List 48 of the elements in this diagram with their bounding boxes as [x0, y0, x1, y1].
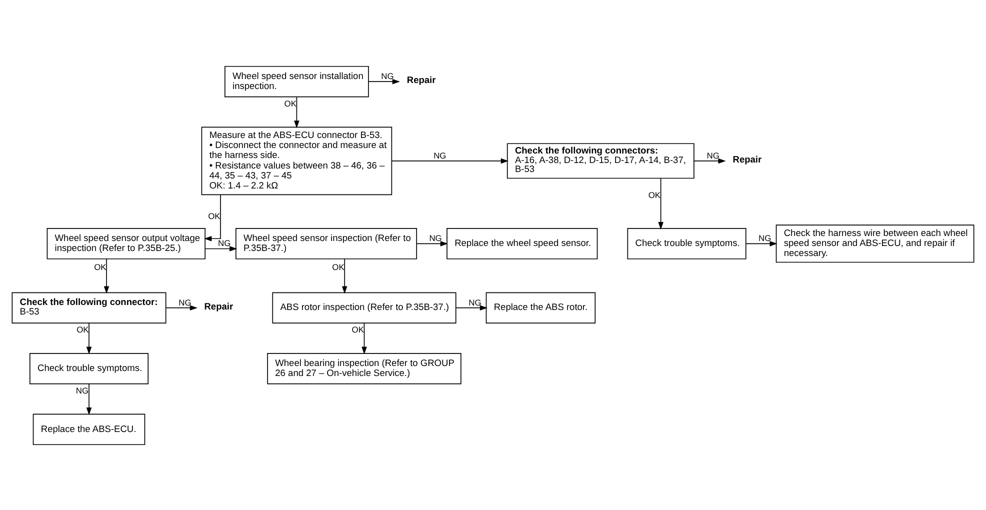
edge-label: OK — [284, 98, 296, 108]
arrow — [694, 158, 726, 164]
node-box: Replace the ABS-ECU. — [32, 413, 146, 445]
arrow — [342, 258, 348, 294]
edge-label: NG — [218, 238, 231, 248]
arrow — [658, 178, 664, 230]
edge-label: OK — [648, 189, 661, 200]
node-box: Check the following connector: B-53 — [12, 292, 166, 323]
arrow — [294, 96, 300, 128]
node-box: Replace the ABS rotor. — [486, 292, 596, 323]
arrow — [104, 258, 110, 294]
edge-label: NG — [434, 150, 446, 160]
node-text: Repair — [732, 154, 762, 164]
node-box: Wheel bearing inspection (Refer to GROUP 26 and 27 – On-vehicle Service.) — [267, 352, 462, 384]
edge-label: NG — [758, 232, 772, 243]
arrow — [416, 240, 448, 246]
arrow — [86, 322, 92, 354]
edge-label: OK — [94, 262, 106, 272]
arrow — [362, 322, 367, 354]
arrow — [86, 383, 92, 415]
node-box: Check the following connectors: A-16, A-38, D-12, D-15, D-17, A-14, B-37, B-53 — [506, 142, 694, 178]
edge-label: NG — [381, 70, 394, 81]
edge-label: NG — [429, 232, 442, 243]
node-box: Wheel speed sensor installation inspection. — [224, 65, 369, 97]
edge-label: NG — [76, 384, 89, 395]
arrow — [456, 304, 488, 310]
arrow — [746, 240, 778, 246]
edge-label: OK — [76, 324, 89, 334]
arrow — [392, 158, 508, 164]
node-box: Wheel speed sensor output voltage inspection (Refer to P.35B-25.) — [46, 228, 206, 259]
edge-label: NG — [706, 150, 720, 160]
node-box: ABS rotor inspection (Refer to P.35B-37.) — [272, 292, 456, 323]
arrow — [166, 304, 198, 310]
node-box: Measure at the ABS-ECU connector B-53. • Disconnect the connector and measure at the harness side. • Resistance values between 38 – 46, 36 – 44, 35 – 43, 37 – 45 OK: 1.4 – 2.2 kΩ — [201, 126, 392, 195]
node-box: Check the harness wire between each wheel speed sensor and ABS-ECU, and repair if necessary. — [776, 224, 974, 262]
arrow — [368, 78, 400, 84]
node-box: Check trouble symptoms. — [29, 352, 149, 384]
edge-label: OK — [352, 324, 364, 334]
node-box: Replace the wheel speed sensor. — [446, 228, 598, 259]
edge-label: NG — [468, 296, 482, 307]
node-box: Wheel speed sensor inspection (Refer to P.35B-37.) — [235, 228, 418, 259]
arrow — [204, 246, 238, 251]
node-text: Repair — [406, 74, 436, 85]
edge-label: OK — [208, 210, 220, 220]
node-box: Check trouble symptoms. — [627, 228, 746, 259]
edge-label: NG — [178, 296, 192, 307]
node-text: Repair — [204, 300, 234, 311]
arrow — [204, 194, 221, 241]
